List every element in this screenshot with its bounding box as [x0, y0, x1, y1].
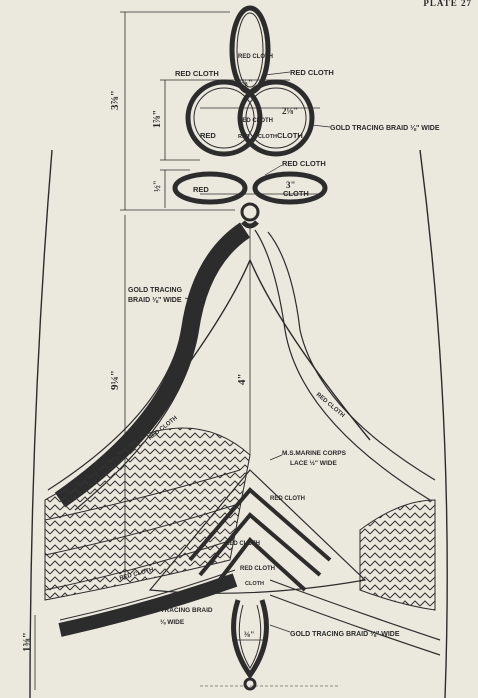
dim-small-width: ⅜"	[244, 630, 254, 639]
dim-loop-width: ⅞"	[241, 78, 253, 88]
label-gold-braid-top: GOLD TRACING BRAID ⅛" WIDE	[330, 125, 440, 132]
label-red-cloth-center-1: RED CLOTH	[270, 496, 305, 502]
left-lace-region	[44, 427, 251, 601]
right-bottom-scroll	[269, 579, 441, 656]
label-gold-braid-bottom-right: GOLD TRACING BRAID ⅛" WIDE	[290, 631, 400, 638]
label-red-cloth-5: RED CLOTH	[282, 159, 326, 168]
label-marine-lace-1: M.S.MARINE CORPS	[282, 450, 347, 457]
dim-bottom-gap: 1⅜"	[21, 632, 33, 652]
label-red-cloth-4: RED CLOTH	[238, 118, 273, 124]
sleeve-outline-left	[29, 149, 53, 698]
label-red-cloth-center-3: RED CLOTH	[240, 566, 275, 572]
label-gold-braid-bl-1: GOLD TRACING BRAID	[140, 607, 213, 614]
label-gold-braid-bl-2: ⅛ WIDE	[160, 619, 185, 626]
knot-ornament	[172, 5, 328, 229]
label-marine-lace-2: LACE ½" WIDE	[290, 459, 337, 467]
right-lace-region	[359, 499, 436, 611]
plate-header: PLATE 27	[423, 0, 472, 8]
sleeve-outline-right	[419, 149, 448, 698]
right-scroll-band	[254, 229, 436, 501]
label-red-3: RED	[193, 185, 209, 194]
label-gold-braid-left-2: BRAID ⅛" WIDE	[128, 297, 182, 304]
left-bottom-scroll	[58, 569, 238, 637]
bottom-drop	[231, 599, 269, 691]
dim-main-height: 9¼"	[109, 370, 121, 390]
label-gold-braid-left-1: GOLD TRACING	[128, 287, 183, 294]
center-line-left	[129, 259, 251, 441]
dim-ring-width: 2⅛"	[282, 106, 298, 116]
label-cloth-3: CLOTH	[283, 189, 309, 198]
label-red-2: RED	[238, 134, 250, 140]
label-red-cloth-2: RED CLOTH	[238, 54, 273, 60]
dim-bow-width: 3"	[286, 180, 296, 190]
leader-lines	[136, 71, 331, 633]
label-cloth-4: CLOTH	[245, 581, 264, 587]
label-red-cloth-3: RED CLOTH	[290, 68, 334, 77]
dim-center-height: 4"	[236, 373, 248, 385]
label-red-cloth-center-2: RED CLOTH	[225, 541, 260, 547]
label-cloth-2: CLOTH	[277, 131, 303, 140]
center-line-right	[249, 259, 371, 441]
dim-top-height: 3⅞"	[109, 90, 121, 110]
label-red-1: RED	[200, 131, 216, 140]
dim-base-gap: ½"	[152, 180, 162, 192]
label-cloth-1: CLOTH	[258, 134, 277, 140]
center-chevron-lace	[148, 469, 367, 594]
label-red-cloth-1: RED CLOTH	[175, 69, 219, 78]
dim-ring-height: 1⅞"	[152, 110, 163, 128]
